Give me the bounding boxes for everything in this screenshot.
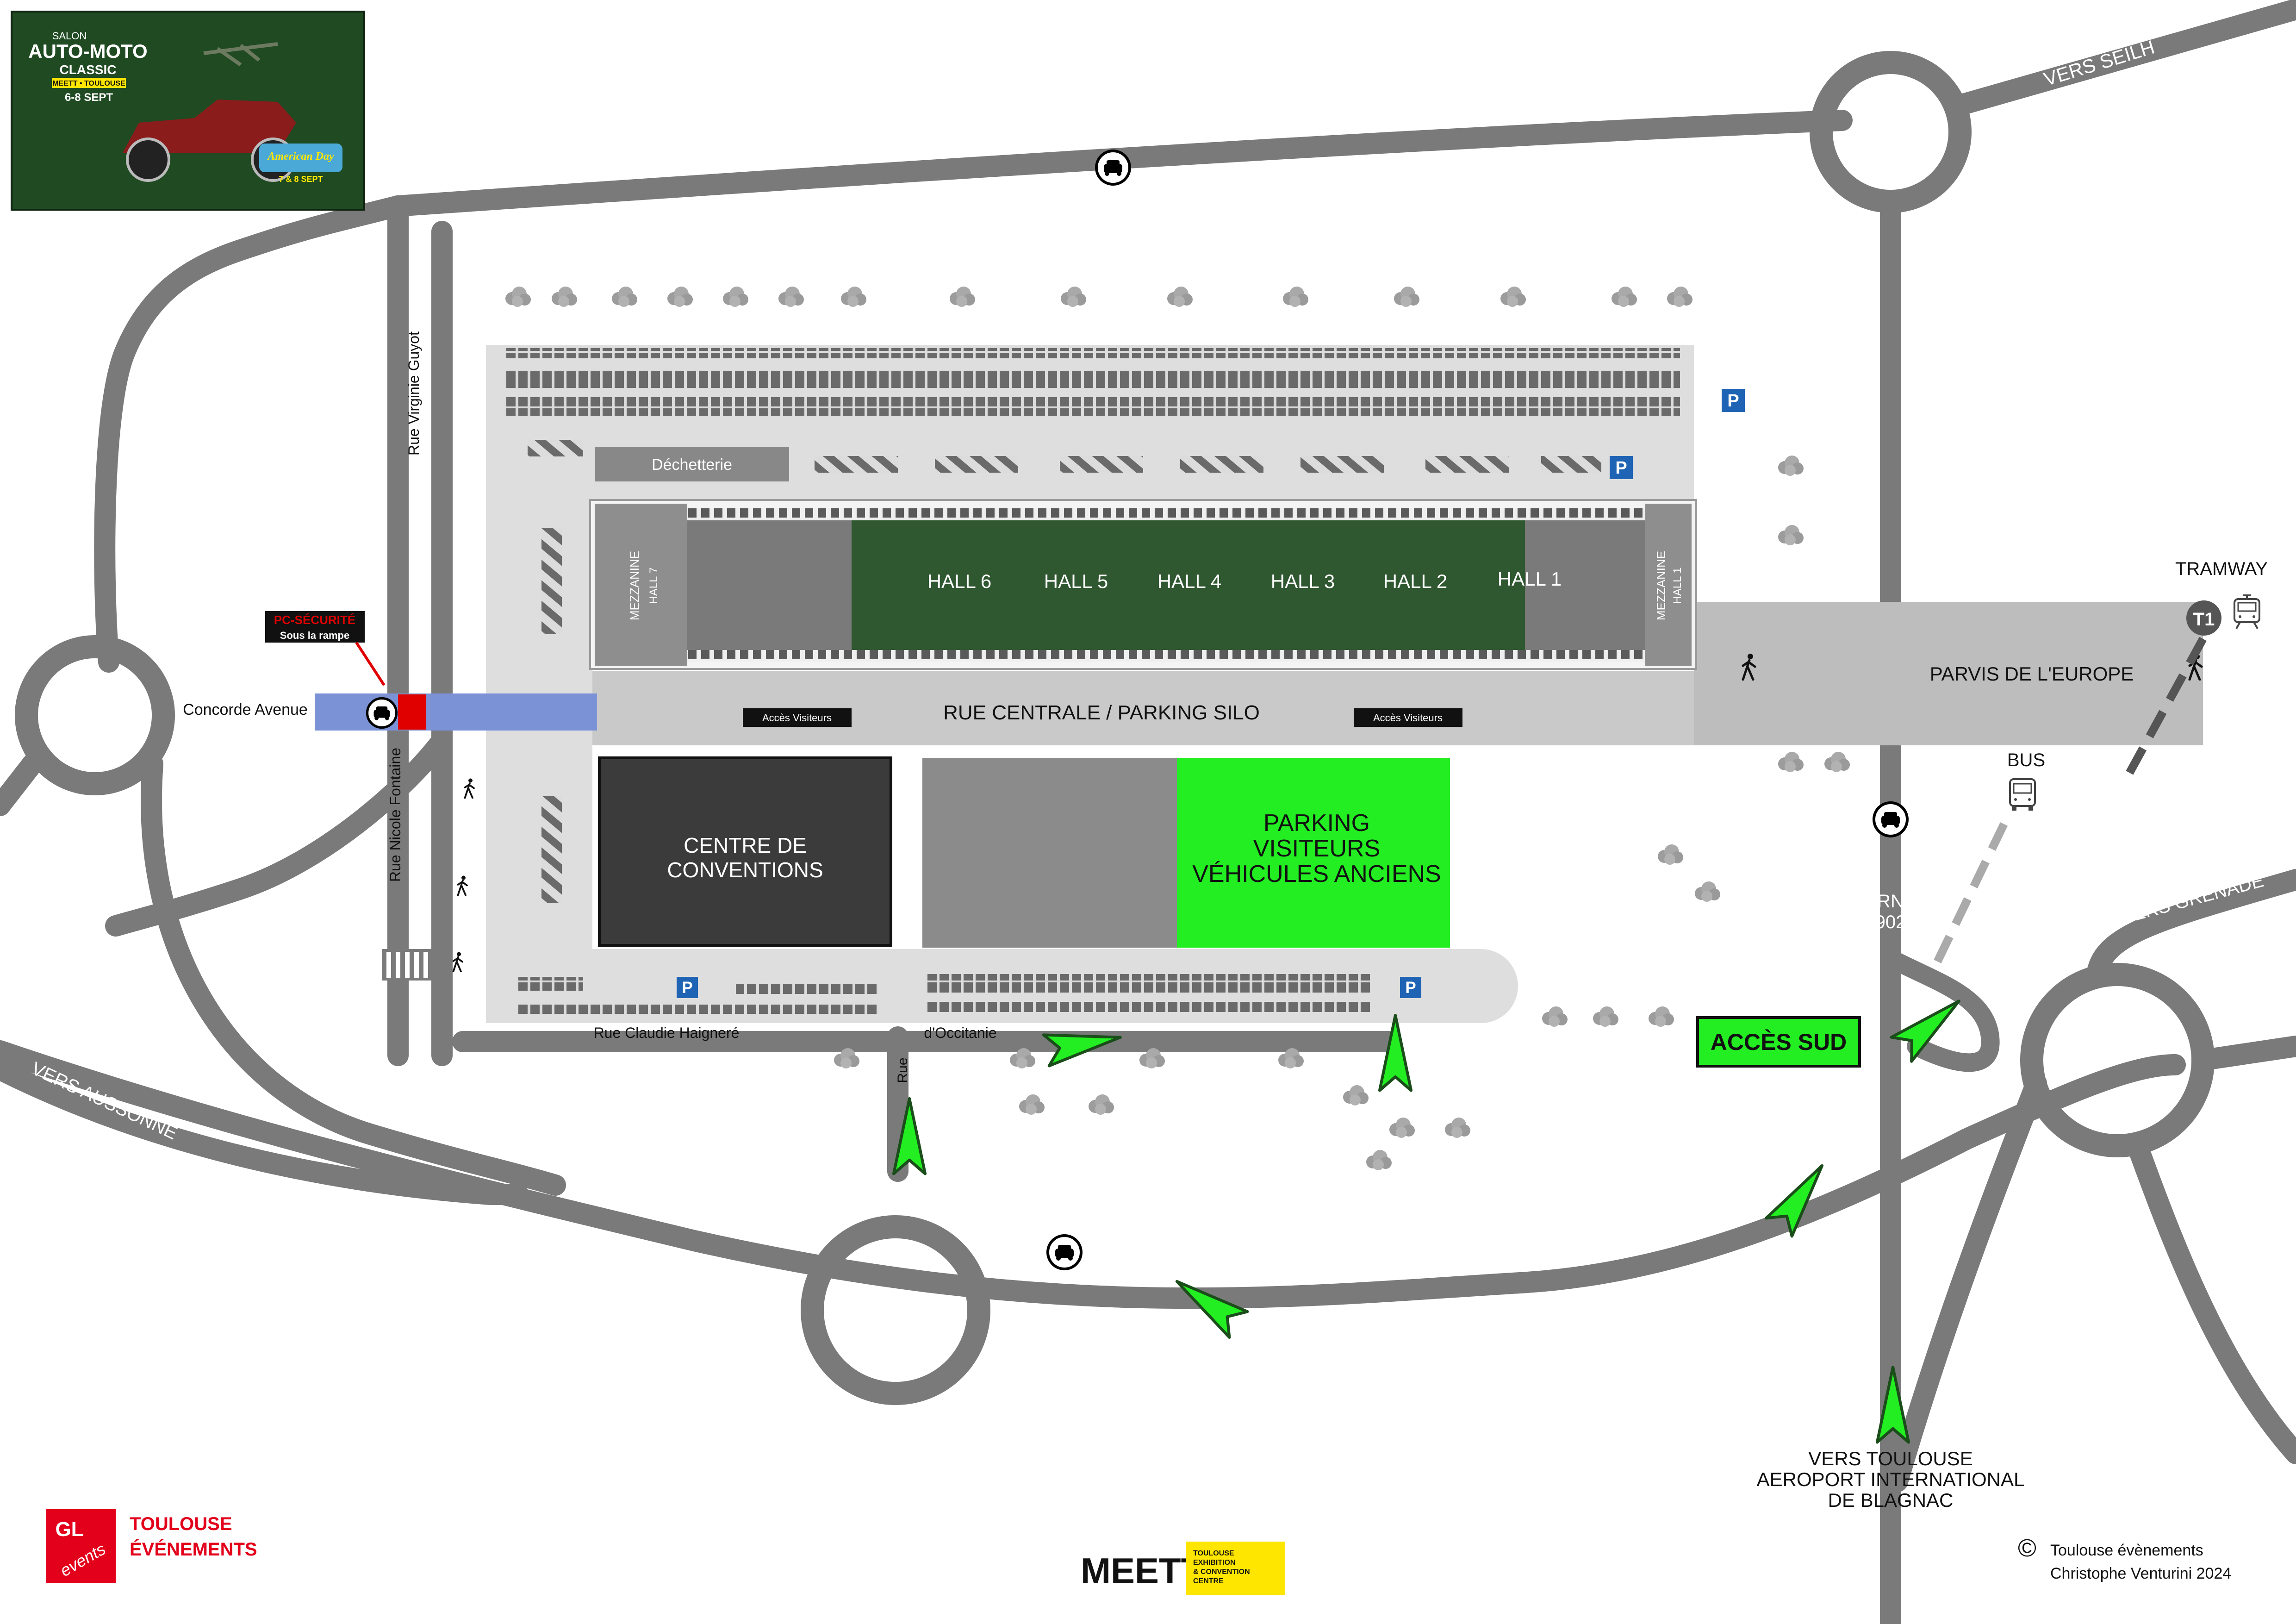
rue-occitanie-label-a: Rue: [895, 1057, 910, 1083]
svg-text:T1: T1: [2193, 609, 2215, 630]
concorde-avenue-label: Concorde Avenue: [183, 701, 308, 718]
credits: © Toulouse évènements Christophe Venturi…: [2018, 1534, 2231, 1582]
north-parking: [504, 348, 1680, 1014]
svg-text:GL: GL: [55, 1518, 83, 1541]
concorde-bridge: [315, 693, 597, 731]
evenements-label: ÉVÉNEMENTS: [130, 1539, 257, 1560]
rue-occitanie-label-b: d'Occitanie: [924, 1024, 996, 1041]
svg-text:Christophe Venturini 2024: Christophe Venturini 2024: [2050, 1565, 2231, 1582]
pedestrian-icon: [464, 778, 475, 799]
svg-text:Accès Visiteurs: Accès Visiteurs: [1373, 712, 1443, 724]
pedestrian-icon: [452, 951, 463, 972]
svg-text:MEETT • TOULOUSE: MEETT • TOULOUSE: [52, 80, 125, 87]
rn224-label: RN 224: [666, 1269, 735, 1305]
mezzanine-hall1: MEZZANINE HALL 1: [1654, 551, 1684, 620]
svg-text:MEETT: MEETT: [1081, 1550, 1203, 1591]
crosswalk: [382, 949, 437, 981]
halls-green-zone: [852, 520, 1525, 650]
parking-grey-block: [922, 758, 1177, 948]
rue-virginie-guyot-label: Rue Virginie Guyot: [405, 331, 422, 456]
svg-text:PARKING: PARKING: [1263, 810, 1370, 837]
t1-badge: T1: [2186, 600, 2221, 636]
camera-icon: [1096, 151, 1130, 184]
rn902-label-b: 902: [1875, 912, 1906, 932]
acces-visiteurs-east: Accès Visiteurs: [1354, 708, 1462, 727]
event-poster: SALON AUTO-MOTO CLASSIC MEETT • TOULOUSE…: [11, 11, 365, 211]
hall-4-label: HALL 4: [1157, 570, 1222, 592]
dechetterie: [595, 447, 789, 481]
hall-5-label: HALL 5: [1044, 570, 1108, 592]
svg-text:American Day: American Day: [267, 150, 334, 162]
svg-text:PC-SÉCURITÉ: PC-SÉCURITÉ: [274, 613, 355, 627]
roundabout-rn224: [801, 1215, 990, 1405]
dechetterie-label: Déchetterie: [652, 456, 732, 474]
hall-2-label: HALL 2: [1383, 570, 1448, 592]
toulouse-label: TOULOUSE: [130, 1514, 232, 1534]
parking-visiteurs-vehicules-anciens: [1177, 758, 1450, 948]
parvis-area: [1694, 602, 2203, 745]
parking-icon: [1610, 456, 1633, 479]
svg-text:VÉHICULES ANCIENS: VÉHICULES ANCIENS: [1192, 861, 1441, 887]
svg-text:MEZZANINE: MEZZANINE: [628, 551, 641, 620]
rue-claudie-haignere-label: Rue Claudie Haigneré: [594, 1024, 740, 1041]
hall-6-label: HALL 6: [927, 570, 992, 592]
hall-1-label: HALL 1: [1498, 568, 1562, 590]
svg-text:CLASSIC: CLASSIC: [60, 62, 117, 77]
roundabout-seilh: [1810, 51, 1972, 213]
svg-text:HALL 1: HALL 1: [1671, 567, 1684, 604]
svg-text:ACCÈS SUD: ACCÈS SUD: [1711, 1029, 1847, 1055]
arrow-icon: [1380, 1015, 1411, 1090]
camera-icon: [367, 699, 397, 728]
rn902-label-a: RN: [1877, 891, 1904, 912]
acces-sud-label: ACCÈS SUD: [1696, 1016, 1861, 1068]
rue-nicole-fontaine-label: Rue Nicole Fontaine: [387, 748, 404, 882]
svg-text:DE BLAGNAC: DE BLAGNAC: [1828, 1489, 1954, 1511]
tram-icon: [2234, 594, 2260, 630]
parvis-label: PARVIS DE L'EUROPE: [1930, 663, 2134, 685]
parking-icon: [1722, 389, 1745, 412]
parking-icon: [677, 977, 698, 998]
svg-text:VISITEURS: VISITEURS: [1253, 835, 1381, 862]
svg-text:Toulouse évènements: Toulouse évènements: [2050, 1542, 2203, 1559]
acces-visiteurs-west: Accès Visiteurs: [743, 708, 852, 727]
svg-text:TOULOUSE: TOULOUSE: [1193, 1549, 1234, 1557]
svg-text:SALON: SALON: [52, 30, 87, 42]
camera-icon: [1874, 803, 1907, 836]
svg-text:CONVENTIONS: CONVENTIONS: [667, 858, 823, 882]
hall-3-label: HALL 3: [1271, 570, 1335, 592]
svg-text:MEZZANINE: MEZZANINE: [1654, 551, 1668, 620]
svg-text:6-8 SEPT: 6-8 SEPT: [65, 91, 113, 104]
centre-de-conventions: [598, 756, 892, 947]
svg-text:©: ©: [2018, 1534, 2036, 1562]
vers-toulouse-label: VERS TOULOUSE AEROPORT INTERNATIONAL DE …: [1757, 1448, 2025, 1511]
svg-text:& CONVENTION: & CONVENTION: [1193, 1568, 1250, 1576]
svg-text:VERS TOULOUSE: VERS TOULOUSE: [1808, 1448, 1973, 1469]
svg-text:Accès Visiteurs: Accès Visiteurs: [762, 712, 832, 724]
svg-text:AUTO-MOTO: AUTO-MOTO: [28, 40, 147, 62]
camera-icon: [1048, 1236, 1081, 1269]
meett-logo: MEETT TOULOUSE EXHIBITION & CONVENTION C…: [1081, 1542, 1285, 1595]
pc-securite-label: PC-SÉCURITÉ Sous la rampe: [265, 611, 386, 686]
parking-icon: [1400, 977, 1421, 998]
rue-centrale-label: RUE CENTRALE / PARKING SILO: [943, 701, 1260, 724]
mezzanine-hall7: MEZZANINE HALL 7: [628, 551, 660, 620]
svg-text:EXHIBITION: EXHIBITION: [1193, 1559, 1236, 1567]
roundabout-concorde: [15, 635, 175, 795]
svg-text:HALL 7: HALL 7: [647, 567, 660, 604]
gl-events-logo: GL events: [46, 1509, 116, 1583]
pedestrian-icon: [457, 875, 468, 896]
svg-text:Sous la rampe: Sous la rampe: [280, 630, 349, 641]
tramway-label: TRAMWAY: [2175, 559, 2268, 579]
svg-text:7 & 8 SEPT: 7 & 8 SEPT: [279, 175, 323, 184]
svg-text:AEROPORT INTERNATIONAL: AEROPORT INTERNATIONAL: [1757, 1468, 2025, 1490]
bus-label: BUS: [2007, 750, 2045, 770]
svg-text:CENTRE DE: CENTRE DE: [684, 833, 807, 857]
bus-icon: [2009, 778, 2036, 812]
svg-text:CENTRE: CENTRE: [1193, 1577, 1224, 1585]
